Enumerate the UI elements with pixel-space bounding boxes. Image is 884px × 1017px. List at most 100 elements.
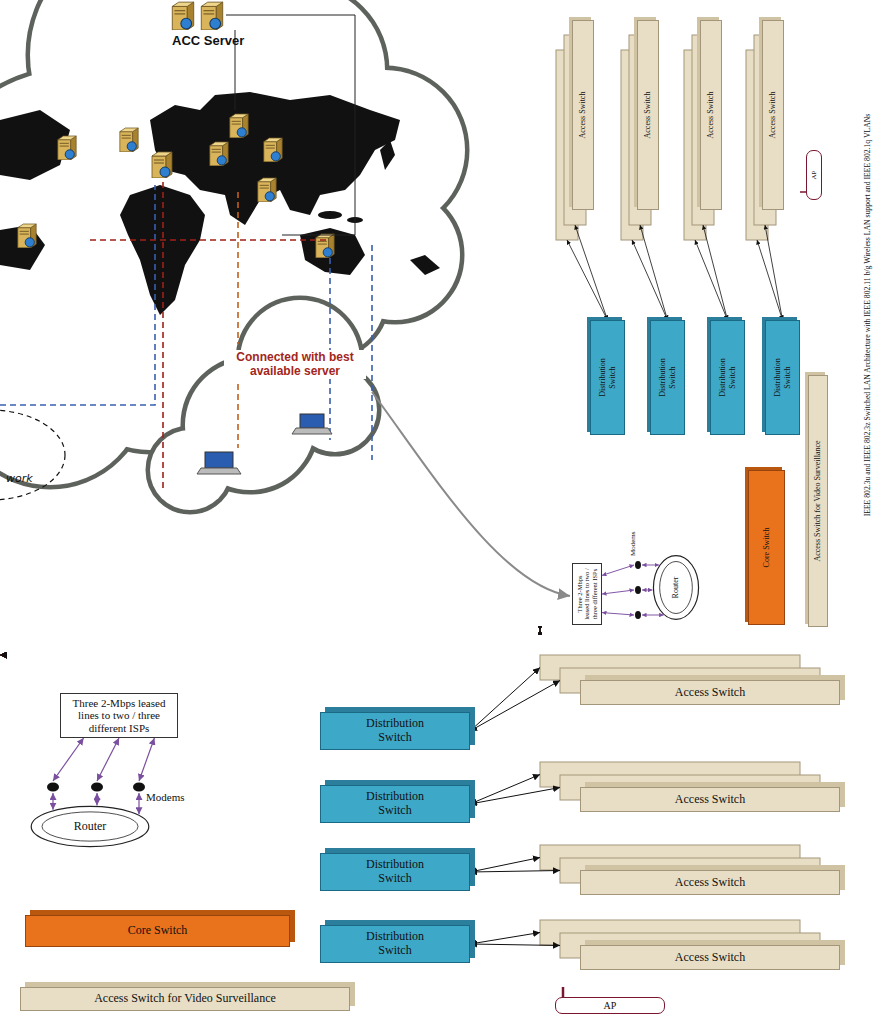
link-line — [237, 192, 239, 448]
server-icon — [258, 178, 276, 202]
distribution-switch: Distribution Switch — [320, 925, 470, 963]
decor-arrow — [96, 793, 97, 805]
access-switch: Access Switch — [572, 20, 594, 210]
node-text: Access Switch — [768, 92, 777, 139]
isp-box: Three 2-Mbps leased lines to two / three… — [60, 693, 178, 738]
world-map — [380, 140, 395, 170]
node-text: Distribution Switch — [598, 349, 616, 407]
decor-arrow — [97, 738, 119, 781]
decor-arrow — [470, 681, 560, 732]
core-switch: Core Switch — [25, 915, 290, 947]
distribution-switch: Distribution Switch — [320, 785, 470, 823]
access-switch: Access Switch for Video Surveillance — [808, 375, 828, 627]
node-text: Distribution Switch — [352, 717, 438, 745]
laptop-icon — [197, 452, 241, 474]
server-icon — [120, 128, 138, 152]
decor-arrow — [470, 858, 540, 873]
access-switch: Access Switch for Video Surveillance — [20, 987, 350, 1011]
modem-symbol — [47, 783, 59, 792]
node-text: Router — [74, 820, 107, 834]
node-text: Access Switch for Video Surveillance — [94, 992, 276, 1006]
distribution-switch: Distribution Switch — [765, 320, 800, 435]
rotated-lan-diagram: Three 2-Mbps leased lines to two / three… — [540, 0, 884, 630]
inner-cloud — [185, 360, 315, 490]
decor-arrow — [138, 793, 139, 814]
router-ellipse: Router — [652, 555, 700, 620]
lan-diagram: Three 2-Mbps leased lines to two / three… — [0, 655, 884, 1017]
node-text: Distribution Switch — [658, 349, 676, 407]
router-ellipse: Router — [30, 805, 150, 848]
laptop-icon — [205, 452, 233, 468]
server-icon — [58, 136, 76, 160]
distribution-switch: Distribution Switch — [320, 853, 470, 891]
node-text: Access Switch — [675, 951, 745, 965]
router-ellipse — [42, 812, 138, 841]
node-text: Distribution Switch — [352, 930, 438, 958]
isp-box: Three 2-Mbps leased lines to two / three… — [572, 563, 602, 625]
decor-arrow — [470, 871, 560, 873]
decor-arrow — [602, 565, 634, 575]
server-icon — [201, 2, 222, 30]
distribution-switch: Distribution Switch — [650, 320, 685, 435]
world-map — [0, 92, 440, 315]
inner-cloud — [150, 300, 377, 510]
node-text: Three 2-Mbps leased lines to two / three… — [576, 567, 598, 621]
router-ellipse — [660, 562, 693, 614]
node-text: Access Switch for Video Surveillance — [813, 440, 822, 561]
node-text: Distribution Switch — [352, 790, 438, 818]
laptop-icon — [292, 414, 332, 434]
link-line — [0, 15, 372, 500]
node-text: Core Switch — [762, 528, 771, 568]
node-text: Access Switch — [578, 92, 587, 139]
server-icon — [264, 138, 282, 162]
decor-arrow — [53, 738, 84, 781]
access-point: AP — [555, 997, 665, 1014]
decor-arrow — [602, 590, 634, 594]
decor-arrow — [470, 933, 540, 945]
link-line — [329, 258, 331, 440]
node-text: Three 2-Mbps leased lines to two / three… — [64, 697, 174, 735]
node-text: AP — [810, 171, 818, 180]
decor-arrow — [642, 615, 664, 616]
decor-arrow — [695, 240, 728, 320]
decor-arrow — [470, 788, 560, 805]
laptop-icon — [197, 414, 332, 474]
link-line — [162, 182, 164, 490]
distribution-switch: Distribution Switch — [710, 320, 745, 435]
callout-text: Connected with best available server — [224, 350, 366, 379]
link-line — [371, 245, 373, 460]
access-switch: Access Switch — [637, 20, 659, 210]
inner-cloud — [185, 360, 315, 490]
link-line — [0, 410, 65, 500]
decor-arrow — [602, 613, 634, 615]
laptop-icon — [300, 414, 324, 428]
inner-cloud — [293, 368, 377, 452]
decor-arrow — [470, 944, 560, 946]
decor-arrow — [575, 225, 608, 320]
modem-symbol — [635, 561, 641, 569]
decor-arrow — [567, 240, 608, 320]
laptop-icon — [292, 428, 332, 434]
world-map — [318, 211, 342, 219]
decor-arrow — [470, 775, 540, 805]
side-caption: IEEE 802.3u and IEEE 802.3z Switched LAN… — [863, 0, 872, 630]
antenna — [562, 987, 565, 997]
decor-arrow — [642, 590, 653, 591]
node-text: Access Switch — [675, 793, 745, 807]
server-icon — [152, 152, 172, 178]
node-text: AP — [604, 1000, 617, 1012]
link-line — [0, 185, 155, 405]
router-ellipse — [653, 556, 698, 620]
network-label: work — [6, 472, 33, 485]
server-icon — [172, 2, 193, 30]
decor-arrow — [765, 225, 783, 320]
decor-arrow — [470, 668, 540, 732]
router-ellipse — [31, 806, 149, 846]
server-icon — [18, 224, 36, 248]
distribution-switch: Distribution Switch — [590, 320, 625, 435]
modem-label: Modems — [146, 791, 185, 803]
decor-arrow — [703, 225, 728, 320]
inner-cloud — [293, 368, 377, 452]
decor-arrow — [52, 793, 53, 810]
node-text: Router — [671, 577, 680, 599]
